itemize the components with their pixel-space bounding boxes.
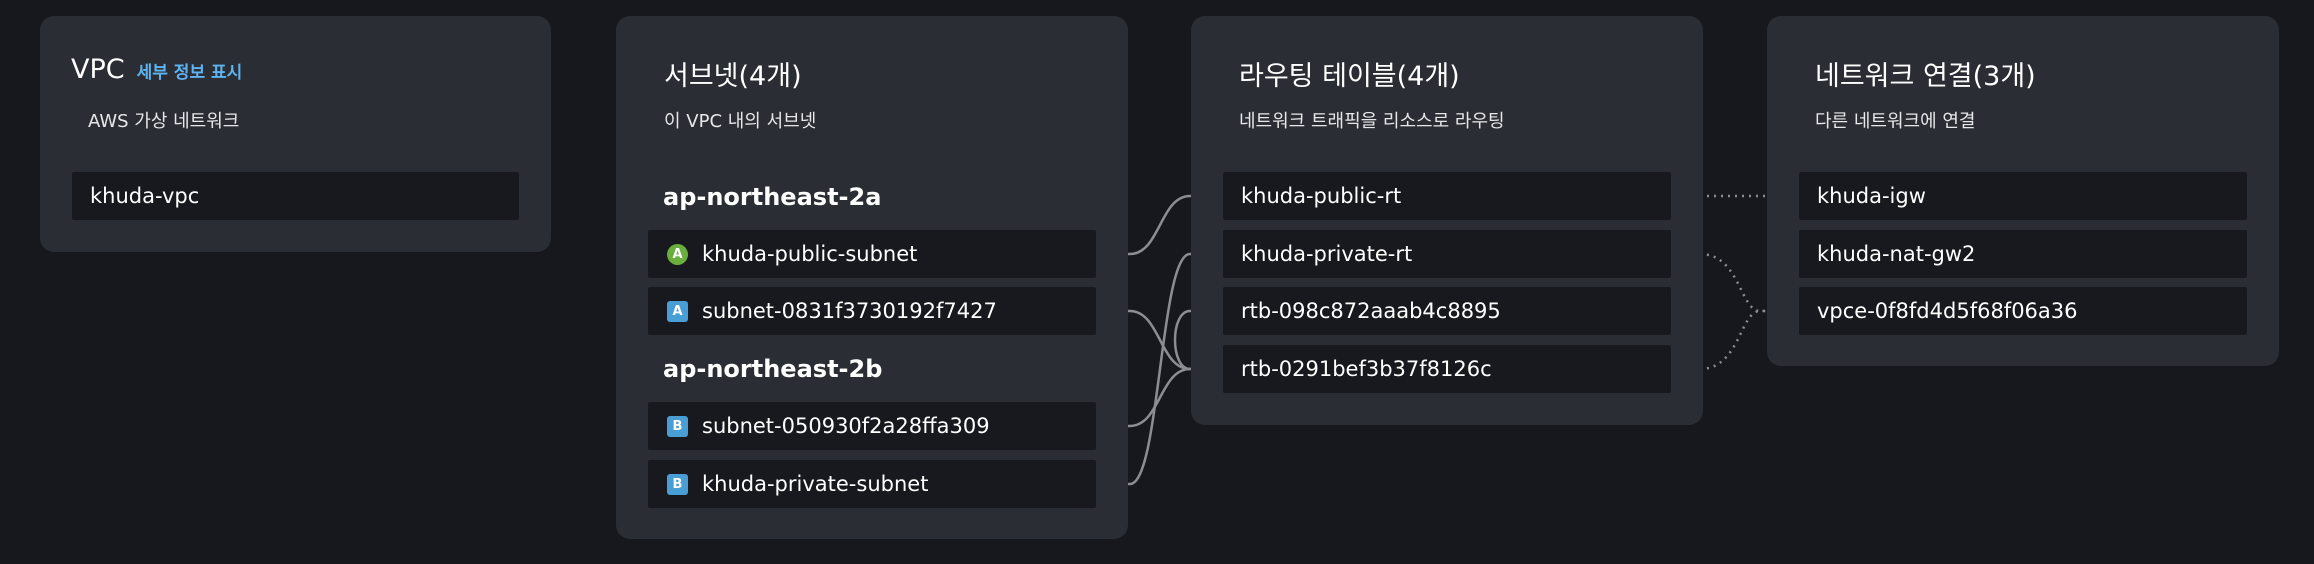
route-tables-subtitle: 네트워크 트래픽을 리소스로 라우팅: [1239, 111, 1505, 132]
vpc-title: VPC: [71, 54, 125, 85]
vpc-details-link[interactable]: 세부 정보 표시: [136, 63, 243, 83]
network-connections-card: 네트워크 연결(3개) 다른 네트워크에 연결 khuda-igw khuda-…: [1767, 16, 2279, 366]
subnet-label: khuda-public-subnet: [702, 242, 918, 266]
subnet-item-subnet-0831f3730192f7427[interactable]: A subnet-0831f3730192f7427: [648, 287, 1096, 335]
private-subnet-b-icon: B: [667, 474, 688, 495]
subnet-item-subnet-050930f2a28ffa309[interactable]: B subnet-050930f2a28ffa309: [648, 402, 1096, 450]
network-connection-item-vpce-0f8fd4d5f68f06a36[interactable]: vpce-0f8fd4d5f68f06a36: [1799, 287, 2247, 335]
network-connection-item-khuda-igw[interactable]: khuda-igw: [1799, 172, 2247, 220]
subnet-item-khuda-public-subnet[interactable]: A khuda-public-subnet: [648, 230, 1096, 278]
network-connection-item-khuda-nat-gw2[interactable]: khuda-nat-gw2: [1799, 230, 2247, 278]
private-subnet-a-icon: A: [667, 301, 688, 322]
subnet-label: subnet-050930f2a28ffa309: [702, 414, 990, 438]
route-tables-title: 라우팅 테이블(4개): [1239, 61, 1460, 92]
route-table-item-khuda-public-rt[interactable]: khuda-public-rt: [1223, 172, 1671, 220]
availability-zone-label: ap-northeast-2b: [663, 355, 883, 383]
public-subnet-a-icon: A: [667, 244, 688, 265]
private-subnet-b-icon: B: [667, 416, 688, 437]
subnets-subtitle: 이 VPC 내의 서브넷: [664, 111, 817, 132]
vpc-subtitle: AWS 가상 네트워크: [88, 111, 240, 132]
route-tables-card: 라우팅 테이블(4개) 네트워크 트래픽을 리소스로 라우팅 khuda-pub…: [1191, 16, 1703, 425]
route-table-item-rtb-0291bef3b37f8126c[interactable]: rtb-0291bef3b37f8126c: [1223, 345, 1671, 393]
subnet-label: khuda-private-subnet: [702, 472, 929, 496]
availability-zone-label: ap-northeast-2a: [663, 183, 882, 211]
subnet-item-khuda-private-subnet[interactable]: B khuda-private-subnet: [648, 460, 1096, 508]
subnet-label: subnet-0831f3730192f7427: [702, 299, 997, 323]
network-connections-subtitle: 다른 네트워크에 연결: [1815, 111, 1976, 132]
route-table-item-rtb-098c872aaab4c8895[interactable]: rtb-098c872aaab4c8895: [1223, 287, 1671, 335]
vpc-card: VPC 세부 정보 표시 AWS 가상 네트워크 khuda-vpc: [40, 16, 551, 252]
route-table-item-khuda-private-rt[interactable]: khuda-private-rt: [1223, 230, 1671, 278]
subnets-card: 서브넷(4개) 이 VPC 내의 서브넷 ap-northeast-2a A k…: [616, 16, 1128, 539]
vpc-item[interactable]: khuda-vpc: [72, 172, 519, 220]
subnets-title: 서브넷(4개): [664, 61, 802, 92]
network-connections-title: 네트워크 연결(3개): [1815, 61, 2036, 92]
vpc-title-row: VPC 세부 정보 표시: [71, 54, 242, 85]
